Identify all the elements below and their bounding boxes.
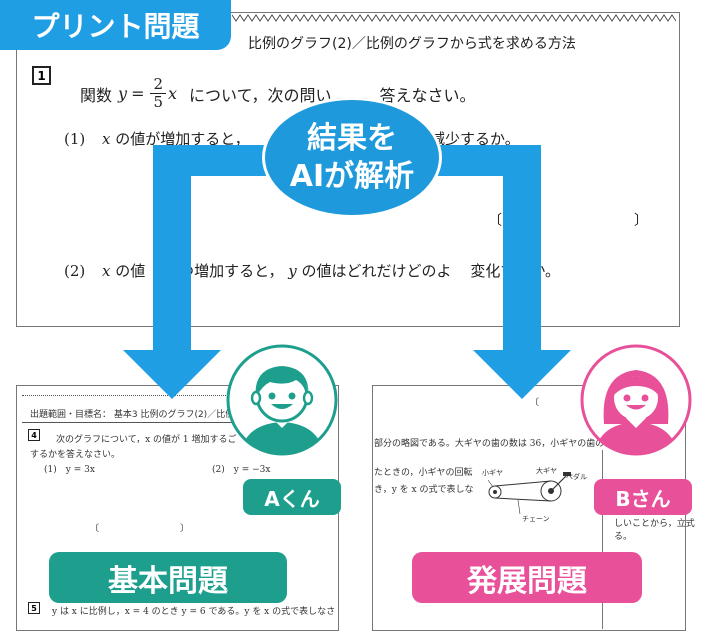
student-b-name: Bさん xyxy=(615,486,671,511)
right-sheet-line3: き，y を x の式で表しな xyxy=(374,485,474,495)
advanced-questions-label: 発展問題 xyxy=(412,552,642,603)
left-bracket-right: 〕 xyxy=(180,524,190,534)
left-question-4-line1: 次のグラフについて，x の値が 1 増加するご xyxy=(56,435,237,445)
pedal-label: ペダル xyxy=(566,473,587,481)
var-y: y xyxy=(118,84,128,103)
sub2-var-y: y xyxy=(288,262,297,280)
sub1-var: x xyxy=(102,130,111,148)
student-a-name: Aくん xyxy=(264,486,320,511)
small-gear-label: 小ギヤ xyxy=(482,469,503,477)
right-sheet-column-divider xyxy=(602,450,603,629)
sub1-number: (1) xyxy=(64,130,86,148)
sub2-number: (2) xyxy=(64,262,86,280)
sub2-var-x: x xyxy=(102,262,111,280)
left-question-5-text: y は x に比例し，x = 4 のとき y = 6 である。y を x の式で… xyxy=(52,607,336,617)
ai-analysis-bubble: 結果を AIが解析 xyxy=(262,97,442,218)
basic-questions-text: 基本問題 xyxy=(108,563,228,599)
right-flow-arrow xyxy=(424,145,571,399)
student-b-label: Bさん xyxy=(594,479,692,515)
question-text: 関数 y = 2 5 x について，次の問い 答えなさい。 xyxy=(80,76,475,111)
right-sheet-line1: 部分の略図である。大ギヤの歯の数は 36，小ギヤの歯の xyxy=(374,439,605,449)
right-sheet-line2: たときの，小ギヤの回転 xyxy=(374,468,473,478)
sub2-text-a: の値 xyxy=(115,262,146,280)
left-sub-question-2: (2) y = −3x xyxy=(212,465,271,475)
sub-question-1: (1) x の値が増加すると， xyxy=(64,128,250,149)
left-bracket-left: 〔 xyxy=(90,524,100,534)
sub2-text-b: ずつ増加すると， xyxy=(164,262,284,280)
equals-sign: = xyxy=(131,84,145,103)
left-question-5-number: 5 xyxy=(31,603,37,613)
left-sheet-header: 出題範囲・目標名： 基本3 比例のグラフ(2)／比例 xyxy=(30,410,235,420)
student-a-label: Aくん xyxy=(243,479,341,515)
main-sheet-header-title: 比例のグラフ(2)／比例のグラフから式を求める方法 xyxy=(248,36,576,52)
big-gear-label: 大ギヤ xyxy=(536,467,557,475)
right-sheet-bracket: 〔 xyxy=(530,398,540,408)
basic-questions-label: 基本問題 xyxy=(49,552,287,603)
question-number-box: 1 xyxy=(32,66,51,85)
left-flow-arrow xyxy=(123,145,266,399)
left-sheet-header-underline xyxy=(22,422,332,423)
print-questions-banner: プリント問題 xyxy=(0,0,231,50)
ai-bubble-line2: AIが解析 xyxy=(289,158,415,194)
bicycle-gear-diagram-icon xyxy=(487,472,571,515)
chain-label: チェーン xyxy=(522,515,550,523)
question-number: 1 xyxy=(37,68,46,83)
print-questions-label: プリント問題 xyxy=(31,10,200,43)
fraction-two-fifths: 2 5 xyxy=(150,76,167,111)
var-x: x xyxy=(168,84,178,103)
ai-bubble-line1: 結果を xyxy=(307,120,397,156)
question-suffix: について，次の問い xyxy=(189,85,332,105)
student-a-avatar xyxy=(226,344,338,456)
right-sheet-line5: る。 xyxy=(614,532,633,542)
left-sub-question-1: (1) y = 3x xyxy=(44,465,95,475)
left-question-4-line2: するかを答えなさい。 xyxy=(30,450,121,460)
fraction-numerator: 2 xyxy=(150,76,167,94)
sub2-text-c: の値はどれだけどのよ xyxy=(301,262,452,280)
left-question-4-number: 4 xyxy=(31,430,37,440)
sub1-tail: 減少するか。 xyxy=(430,130,520,148)
student-b-avatar xyxy=(580,344,692,456)
sub1-text: の値が増加すると， xyxy=(115,130,250,148)
question-prefix: 関数 xyxy=(80,85,113,105)
fraction-denominator: 5 xyxy=(153,93,164,111)
left-question-4-box: 4 xyxy=(28,429,40,441)
left-sheet-header-rule xyxy=(22,395,232,400)
advanced-questions-text: 発展問題 xyxy=(467,563,587,599)
left-question-5-box: 5 xyxy=(28,602,40,614)
right-sheet-line4: しいことから，立式 xyxy=(614,519,695,529)
question-tail: 答えなさい。 xyxy=(379,85,476,105)
answer-bracket-left: 〔 xyxy=(488,213,502,229)
header-zigzag-line xyxy=(232,14,676,22)
answer-bracket-right: 〕 xyxy=(634,213,648,229)
